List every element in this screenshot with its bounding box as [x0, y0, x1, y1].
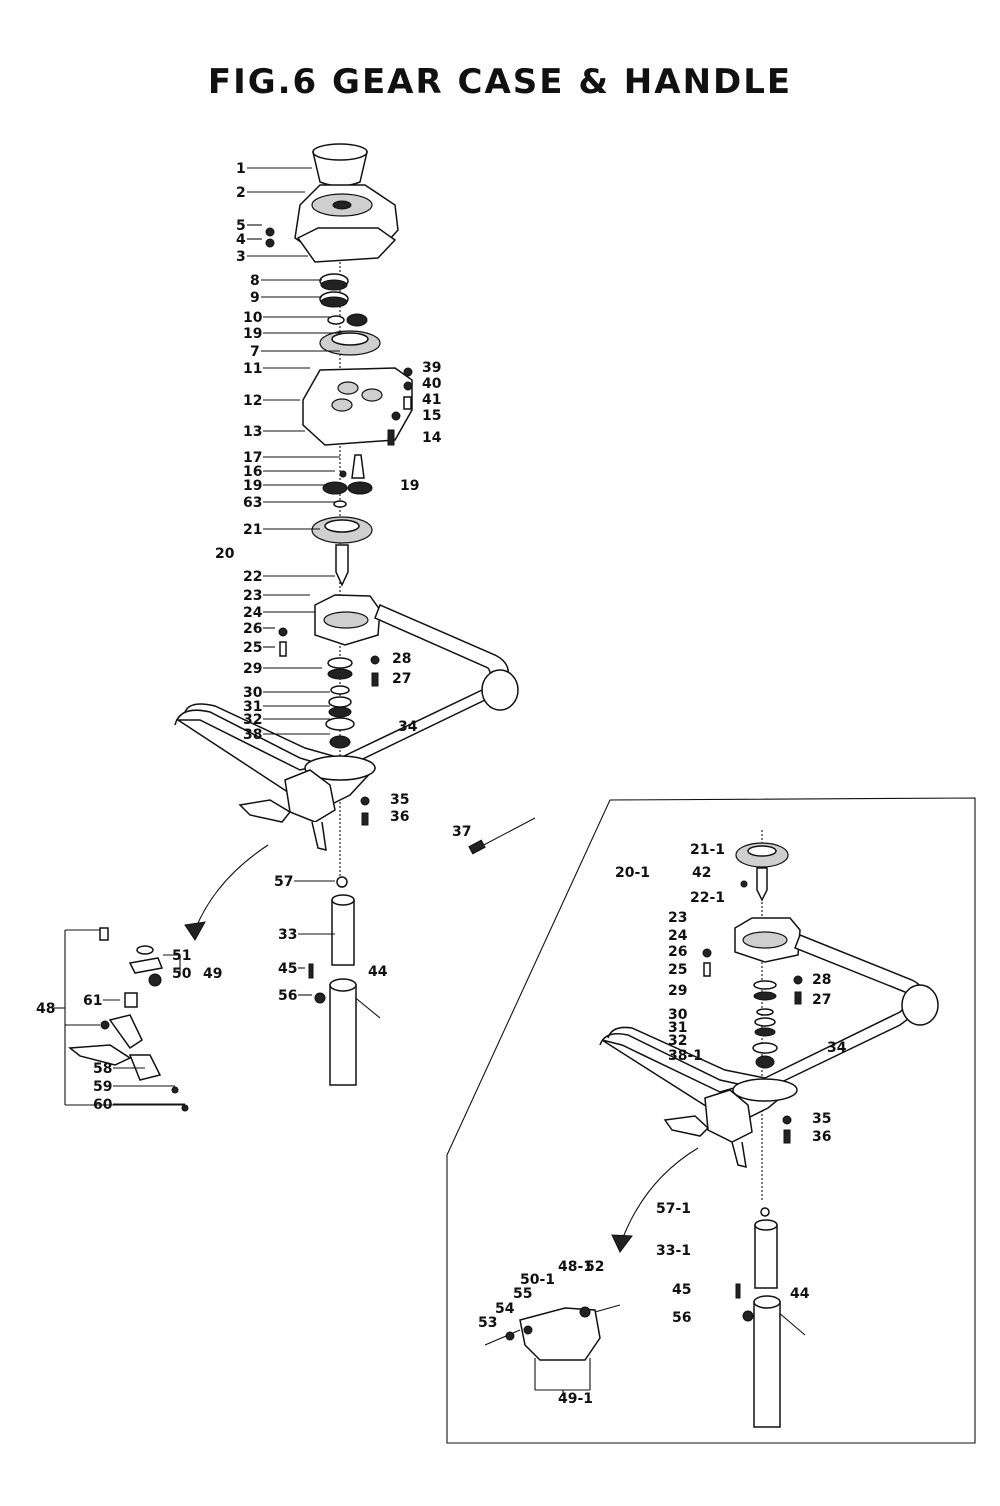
callout-label: 28 — [392, 651, 411, 667]
callout-label: 23 — [668, 910, 687, 926]
callout-label: 31 — [668, 1020, 687, 1036]
callout-label: 45 — [278, 961, 297, 977]
callout-label: 49-1 — [558, 1391, 593, 1407]
callout-label: 19 — [400, 478, 419, 494]
callout-label: 29 — [243, 661, 262, 677]
callout-label: 53 — [478, 1315, 497, 1331]
callout-label: 5 — [236, 218, 246, 234]
callout-label: 42 — [692, 865, 711, 881]
callout-label: 11 — [243, 361, 262, 377]
callout-label: 57 — [274, 874, 293, 890]
callout-label: 13 — [243, 424, 262, 440]
callout-label: 25 — [243, 640, 262, 656]
callout-label: 60 — [93, 1097, 113, 1113]
callout-label: 34 — [398, 719, 418, 735]
callout-label: 22 — [243, 569, 262, 585]
callout-label: 54 — [495, 1301, 515, 1317]
callout-label: 55 — [513, 1286, 532, 1302]
callout-label: 35 — [812, 1111, 831, 1127]
callout-label: 24 — [243, 605, 263, 621]
callout-label: 21-1 — [690, 842, 725, 858]
callout-label: 21 — [243, 522, 262, 538]
callout-label: 38-1 — [668, 1048, 703, 1064]
callout-label: 19 — [243, 478, 262, 494]
callout-label: 2 — [236, 185, 246, 201]
callout-label: 52 — [585, 1259, 604, 1275]
callout-label: 59 — [93, 1079, 112, 1095]
callout-label: 50-1 — [520, 1272, 555, 1288]
callout-label: 19 — [243, 326, 262, 342]
part-handle-bar — [174, 604, 510, 771]
callout-label: 48-1 — [558, 1259, 593, 1275]
part-lower-gear-case — [302, 367, 413, 446]
callout-label: 3 — [236, 249, 246, 265]
callout-label: 50 — [172, 966, 192, 982]
callout-label: 27 — [392, 671, 411, 687]
callout-label: 51 — [172, 948, 191, 964]
part-gasket — [296, 227, 397, 263]
callout-label: 44 — [368, 964, 388, 980]
callout-label: 36 — [812, 1129, 831, 1145]
callout-label: 12 — [243, 393, 262, 409]
main-callouts: 1254389101971112131716196321222023242625… — [36, 161, 345, 1113]
callout-label: 63 — [243, 495, 262, 511]
callout-label: 38 — [243, 727, 262, 743]
callout-label: 20-1 — [615, 865, 650, 881]
callout-label: 35 — [390, 792, 409, 808]
callout-label: 17 — [243, 450, 262, 466]
callout-label: 20 — [215, 546, 235, 562]
callout-label: 27 — [812, 992, 831, 1008]
callout-label: 7 — [250, 344, 260, 360]
callout-label: 30 — [243, 685, 263, 701]
callout-label: 24 — [668, 928, 688, 944]
callout-label: 9 — [250, 290, 260, 306]
callout-label: 56 — [672, 1310, 691, 1326]
callout-label: 40 — [422, 376, 442, 392]
callout-label: 37 — [452, 824, 471, 840]
callout-label: 57-1 — [656, 1201, 691, 1217]
alternate-assembly-inset — [446, 797, 976, 1444]
callout-label: 48 — [36, 1001, 55, 1017]
callout-label: 29 — [668, 983, 687, 999]
callout-label: 41 — [422, 392, 441, 408]
callout-label: 45 — [672, 1282, 691, 1298]
callout-label: 31 — [243, 699, 262, 715]
callout-label: 33 — [278, 927, 297, 943]
figure-title: FIG.6 GEAR CASE & HANDLE — [207, 62, 793, 102]
callout-label: 30 — [668, 1007, 688, 1023]
callout-label: 23 — [243, 588, 262, 604]
callout-label: 1 — [236, 161, 246, 177]
part-lower-tube — [329, 984, 357, 1086]
callout-label: 34 — [827, 1040, 847, 1056]
callout-label: 44 — [790, 1286, 810, 1302]
callout-label: 58 — [93, 1061, 112, 1077]
callout-label: 10 — [243, 310, 263, 326]
callout-label: 14 — [422, 430, 442, 446]
callout-label: 61 — [83, 993, 102, 1009]
callout-label: 8 — [250, 273, 260, 289]
callout-label: 33-1 — [656, 1243, 691, 1259]
callout-label: 39 — [422, 360, 441, 376]
main-assembly — [174, 143, 536, 1086]
callout-label: 4 — [236, 232, 246, 248]
callout-label: 32 — [668, 1033, 687, 1049]
callout-label: 36 — [390, 809, 409, 825]
callout-label: 26 — [243, 621, 262, 637]
callout-label: 56 — [278, 988, 297, 1004]
callout-label: 28 — [812, 972, 831, 988]
callout-label: 26 — [668, 944, 687, 960]
callout-label: 25 — [668, 962, 687, 978]
callout-label: 22-1 — [690, 890, 725, 906]
callout-label: 49 — [203, 966, 222, 982]
callout-label: 15 — [422, 408, 441, 424]
callout-label: 16 — [243, 464, 262, 480]
callout-label: 32 — [243, 712, 262, 728]
part-upper-tube — [331, 899, 355, 966]
throttle-detail — [52, 927, 189, 1112]
